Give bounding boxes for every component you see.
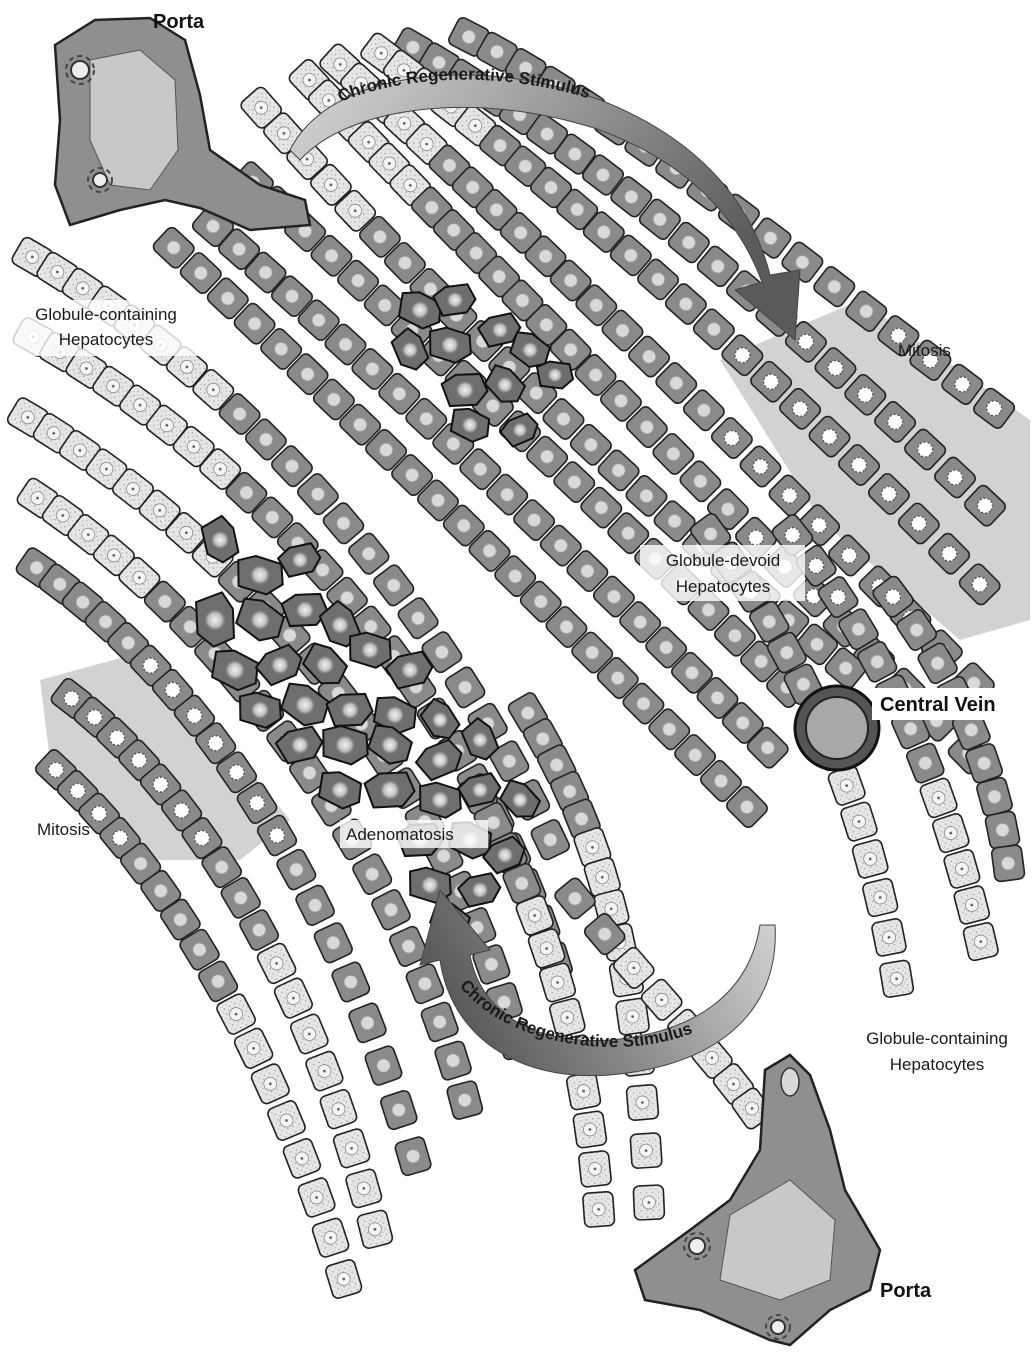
globule-devoid-line2: Hepatocytes [676,577,771,596]
globule-containing-hepatocyte [297,1176,337,1218]
globule-devoid-hepatocyte [420,1001,460,1043]
porta-top-label: Porta [153,11,205,33]
globule-containing-right-line2: Hepatocytes [890,1055,985,1074]
globule-containing-hepatocyte [630,1133,662,1169]
globule-devoid-hepatocyte [370,888,412,932]
globule-containing-hepatocyte [919,777,959,819]
adenoma-cell [537,362,573,389]
globule-devoid-hepatocyte [294,883,336,927]
globule-containing-hepatocyte [633,1185,664,1220]
globule-devoid-hepatocyte [396,596,440,641]
central-vein-icon [795,686,879,770]
globule-containing-right-line1: Globule-containing [866,1029,1008,1048]
globule-containing-hepatocyte [962,922,999,962]
globule-containing-hepatocyte [566,1072,602,1111]
globule-containing-hepatocyte [871,918,907,957]
mitosis-left-label: Mitosis [37,820,90,839]
globule-containing-hepatocyte [931,812,970,854]
globule-containing-hepatocyte [943,848,981,889]
globule-devoid-hepatocyte [984,810,1020,849]
globule-containing-left-line2: Hepatocytes [59,330,154,349]
globule-containing-hepatocyte [273,976,314,1019]
globule-containing-hepatocyte [266,1099,307,1142]
globule-containing-hepatocyte [233,1026,275,1070]
globule-containing-hepatocyte [324,1258,363,1299]
globule-devoid-hepatocyte [812,264,857,308]
globule-devoid-hepatocyte [394,1136,432,1177]
globule-containing-hepatocyte [573,1111,608,1149]
hepatocyte-cords [6,16,1026,1300]
globule-containing-hepatocyte [862,877,899,917]
globule-containing-hepatocyte [879,960,914,998]
globule-containing-hepatocyte [319,1088,359,1130]
globule-containing-hepatocyte [356,1209,393,1249]
globule-devoid-hepatocyte [379,1089,418,1131]
porta-bottom-label: Porta [880,1280,932,1302]
globule-containing-hepatocyte [311,1217,350,1259]
mitotic-hepatocyte [738,444,783,489]
globule-containing-hepatocyte [332,1128,371,1169]
globule-devoid-hepatocyte [313,921,354,964]
globule-devoid-hepatocyte [347,1002,387,1045]
globule-containing-hepatocyte [289,1013,330,1056]
globule-devoid-hepatocyte [330,960,371,1003]
globule-containing-hepatocyte [304,1050,344,1092]
globule-containing-hepatocyte [282,1137,322,1180]
globule-devoid-line1: Globule-devoid [666,551,780,570]
globule-devoid-hepatocyte [275,848,318,892]
globule-containing-hepatocyte [578,1150,611,1187]
adenomatosis-label: Adenomatosis [346,825,454,844]
globule-devoid-hepatocyte [446,1080,484,1121]
globule-containing-hepatocyte [953,885,991,925]
globule-devoid-hepatocyte [405,962,446,1005]
globule-containing-left-line1: Globule-containing [35,305,177,324]
globule-devoid-hepatocyte [434,1040,473,1081]
mitosis-right-label: Mitosis [898,341,951,360]
globule-devoid-hepatocyte [364,1045,404,1087]
globule-devoid-hepatocyte [905,742,946,785]
globule-containing-hepatocyte [840,801,879,842]
globule-devoid-hepatocyte [991,845,1025,883]
globule-devoid-hepatocyte [351,852,394,896]
central-vein-label: Central Vein [880,694,996,716]
globule-containing-hepatocyte [851,839,889,880]
globule-devoid-hepatocyte [443,665,487,710]
globule-containing-hepatocyte [583,1191,615,1227]
globule-devoid-hepatocyte [371,563,415,608]
globule-devoid-hepatocyte [529,818,571,862]
adenoma-cell [235,690,284,730]
globule-containing-hepatocyte [250,1062,291,1105]
globule-containing-hepatocyte [626,1084,659,1120]
globule-containing-hepatocyte [345,1168,383,1209]
